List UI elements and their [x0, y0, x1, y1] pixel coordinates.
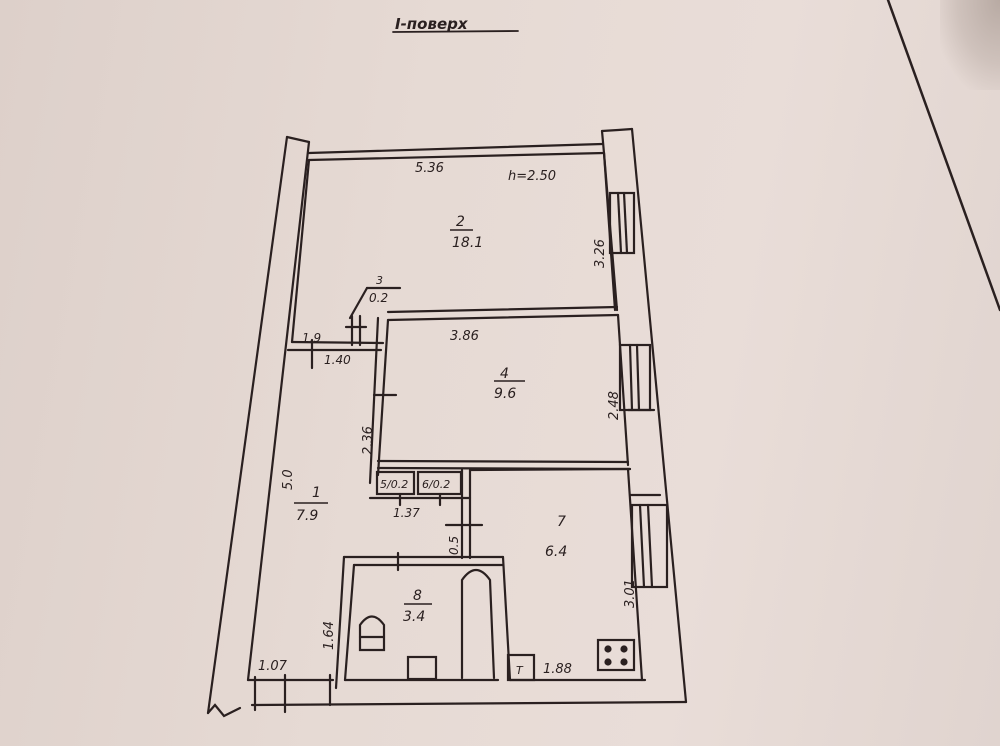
page-border-line — [886, 0, 1000, 312]
dim-bath-side: 1.64 — [322, 621, 337, 650]
room8-area: 3.4 — [403, 609, 425, 625]
dim-corridor-small: 1.9 — [302, 331, 321, 345]
floor-title: I-поверх — [395, 15, 469, 33]
dim-corridor-len: 5.0 — [281, 469, 296, 490]
dim-corridor-width: 1.40 — [324, 353, 351, 367]
room3-number: 3 — [376, 274, 383, 287]
svg-text:T: T — [516, 664, 524, 677]
dim-room4-width: 3.86 — [450, 329, 479, 344]
dim-room2-depth: 3.26 — [593, 239, 608, 268]
room4-area: 9.6 — [494, 386, 516, 402]
room7-area: 6.4 — [545, 544, 567, 560]
room7-number: 7 — [557, 514, 566, 530]
dim-room4-left: 2.36 — [361, 426, 376, 455]
dim-kitchen-width: 1.88 — [543, 662, 572, 677]
room8-number: 8 — [413, 588, 422, 604]
room3-area: 0.2 — [369, 291, 388, 305]
dim-wall-small: 0.5 — [447, 536, 461, 555]
dim-room4-depth: 2.48 — [607, 391, 622, 420]
room5-label: 5/0.2 — [380, 478, 408, 491]
dim-kitchen-depth: 3.01 — [623, 579, 638, 608]
paper-shadow — [940, 0, 1000, 90]
dim-room2-width: 5.36 — [415, 161, 444, 176]
room4-number: 4 — [500, 366, 509, 382]
dim-closets-width: 1.37 — [393, 506, 420, 520]
room1-number: 1 — [312, 485, 321, 501]
room2-number: 2 — [456, 214, 465, 230]
ceiling-height: h=2.50 — [508, 169, 556, 184]
room2-area: 18.1 — [452, 235, 483, 251]
room6-label: 6/0.2 — [422, 478, 450, 491]
room1-area: 7.9 — [296, 508, 318, 524]
dim-entry-width: 1.07 — [258, 659, 288, 674]
